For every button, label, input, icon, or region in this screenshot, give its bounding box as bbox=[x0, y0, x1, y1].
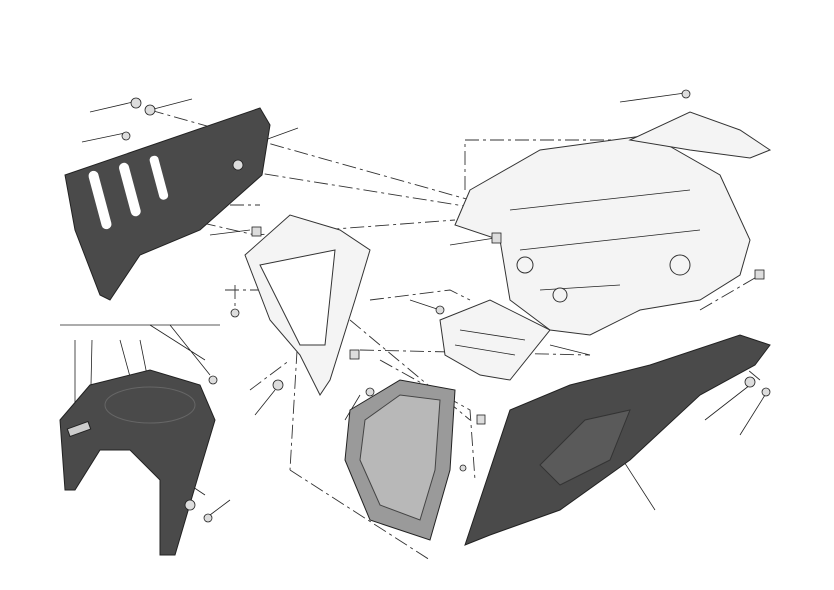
clip-icon bbox=[476, 414, 486, 425]
brand-badge bbox=[66, 420, 92, 438]
center-fairing-frame[interactable] bbox=[244, 214, 371, 396]
right-side-panel[interactable] bbox=[464, 334, 771, 546]
bolt-icon bbox=[272, 379, 284, 391]
hardware-fasteners bbox=[121, 89, 771, 523]
washer-icon bbox=[184, 499, 196, 511]
clip-icon bbox=[251, 226, 262, 237]
clip-icon bbox=[121, 131, 131, 141]
bolt-icon bbox=[230, 308, 240, 318]
subframe[interactable] bbox=[454, 134, 751, 336]
clip-icon bbox=[349, 349, 360, 360]
bolt-icon bbox=[365, 387, 375, 397]
bolt-icon bbox=[130, 97, 142, 109]
bolt-icon bbox=[208, 375, 218, 385]
left-side-panel[interactable] bbox=[64, 107, 271, 301]
bolt-icon bbox=[203, 513, 213, 523]
bolt-icon bbox=[459, 464, 467, 472]
tail-cover[interactable] bbox=[628, 111, 772, 159]
skid-plate[interactable] bbox=[439, 299, 551, 381]
clip-icon bbox=[491, 232, 502, 244]
washer-icon bbox=[144, 104, 156, 116]
leader-lines bbox=[60, 92, 766, 516]
bolt-icon bbox=[761, 387, 771, 397]
bolt-icon bbox=[681, 89, 691, 99]
washer-icon bbox=[744, 376, 756, 388]
bolt-icon bbox=[435, 305, 445, 315]
front-fender[interactable] bbox=[59, 369, 216, 556]
mesh-grille[interactable] bbox=[344, 379, 456, 541]
clip-icon bbox=[754, 269, 765, 280]
